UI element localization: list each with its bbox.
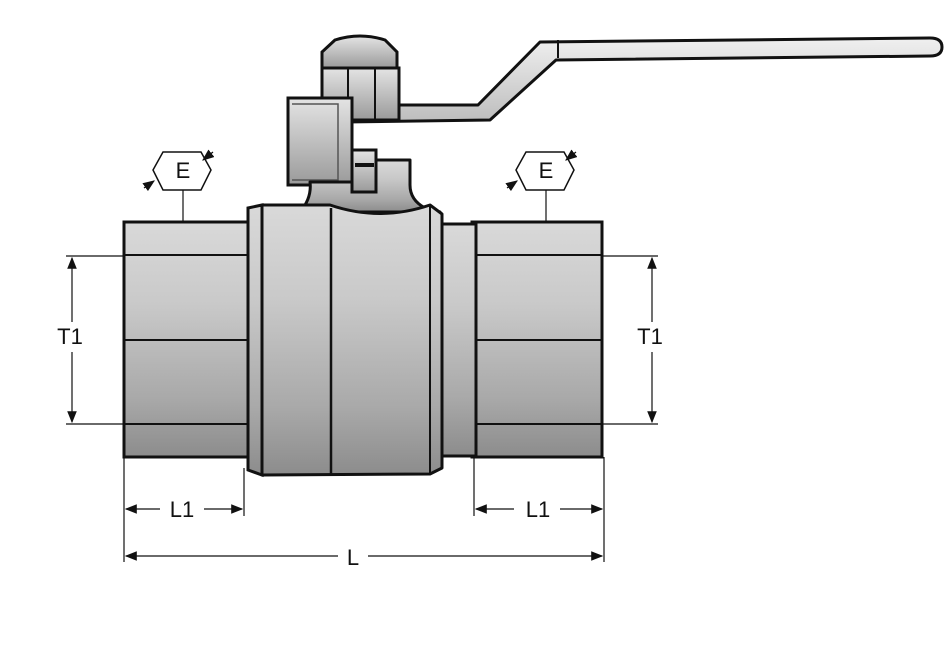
l1-dimension-right: L1 xyxy=(473,457,605,562)
right-end-connection xyxy=(470,220,604,459)
left-end-connection xyxy=(122,220,250,459)
l-dimension-overall: L xyxy=(124,545,604,570)
l1-label-left: L1 xyxy=(170,497,194,522)
handle-clamp xyxy=(286,96,354,187)
valve-neck xyxy=(298,148,442,214)
hex-symbol-right: E xyxy=(505,149,578,222)
t1-label-right: T1 xyxy=(637,324,663,349)
t1-dimension-right: T1 xyxy=(602,255,663,425)
hex-label-right: E xyxy=(539,158,554,183)
l1-label-right: L1 xyxy=(526,497,550,522)
valve-body xyxy=(246,203,478,478)
l1-dimension-left: L1 xyxy=(123,457,245,562)
t1-label-left: T1 xyxy=(57,324,83,349)
handle-lever xyxy=(343,36,944,124)
hex-label-left: E xyxy=(176,158,191,183)
t1-dimension-left: T1 xyxy=(57,255,124,425)
l-label-overall: L xyxy=(347,545,359,570)
hex-symbol-left: E xyxy=(142,149,215,222)
